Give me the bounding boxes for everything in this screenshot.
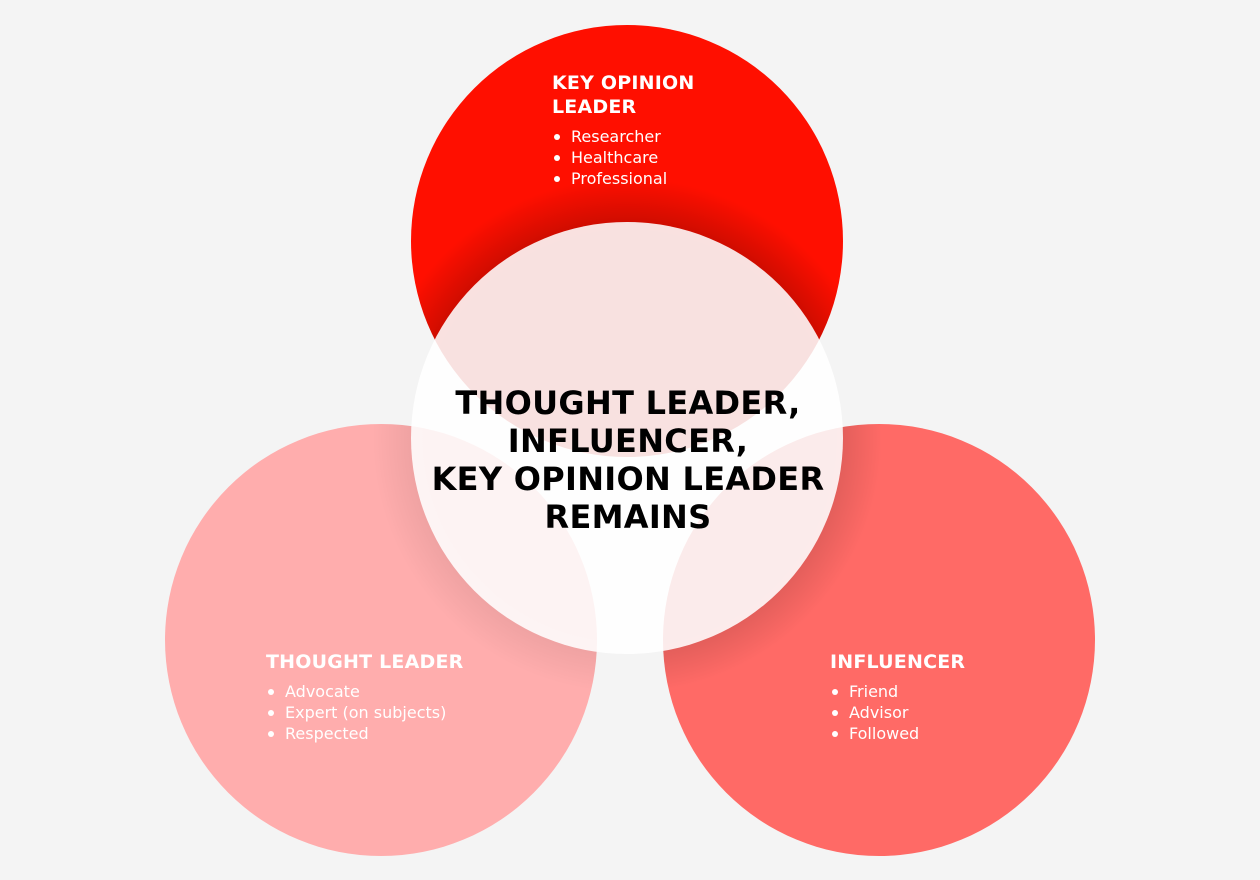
center-label: THOUGHT LEADER, INFLUENCER, KEY OPINION …: [400, 384, 856, 536]
influencer-list: Friend Advisor Followed: [830, 681, 1030, 744]
center-label-line: THOUGHT LEADER,: [455, 384, 801, 422]
key-opinion-leader-list: Researcher Healthcare Professional: [552, 126, 752, 189]
key-opinion-leader-block: KEY OPINION LEADER Researcher Healthcare…: [552, 71, 752, 189]
thought-leader-block: THOUGHT LEADER Advocate Expert (on subje…: [266, 650, 496, 744]
influencer-title: INFLUENCER: [830, 651, 966, 673]
influencer-block: INFLUENCER Friend Advisor Followed: [830, 650, 1030, 744]
thought-leader-list: Advocate Expert (on subjects) Respected: [266, 681, 496, 744]
list-item: Respected: [266, 723, 496, 744]
center-overlap-circle: [411, 222, 843, 654]
list-item: Expert (on subjects): [266, 702, 496, 723]
key-opinion-leader-title-line: LEADER: [552, 96, 637, 118]
list-item: Researcher: [552, 126, 752, 147]
list-item: Advocate: [266, 681, 496, 702]
center-label-line: REMAINS: [544, 498, 712, 536]
list-item: Advisor: [830, 702, 1030, 723]
thought-leader-title: THOUGHT LEADER: [266, 651, 464, 673]
key-opinion-leader-title-line: KEY OPINION: [552, 72, 695, 94]
list-item: Professional: [552, 168, 752, 189]
list-item: Friend: [830, 681, 1030, 702]
list-item: Followed: [830, 723, 1030, 744]
center-label-line: KEY OPINION LEADER: [431, 460, 825, 498]
key-opinion-leader-title: KEY OPINION LEADER: [552, 71, 752, 119]
list-item: Healthcare: [552, 147, 752, 168]
center-label-line: INFLUENCER,: [507, 422, 749, 460]
